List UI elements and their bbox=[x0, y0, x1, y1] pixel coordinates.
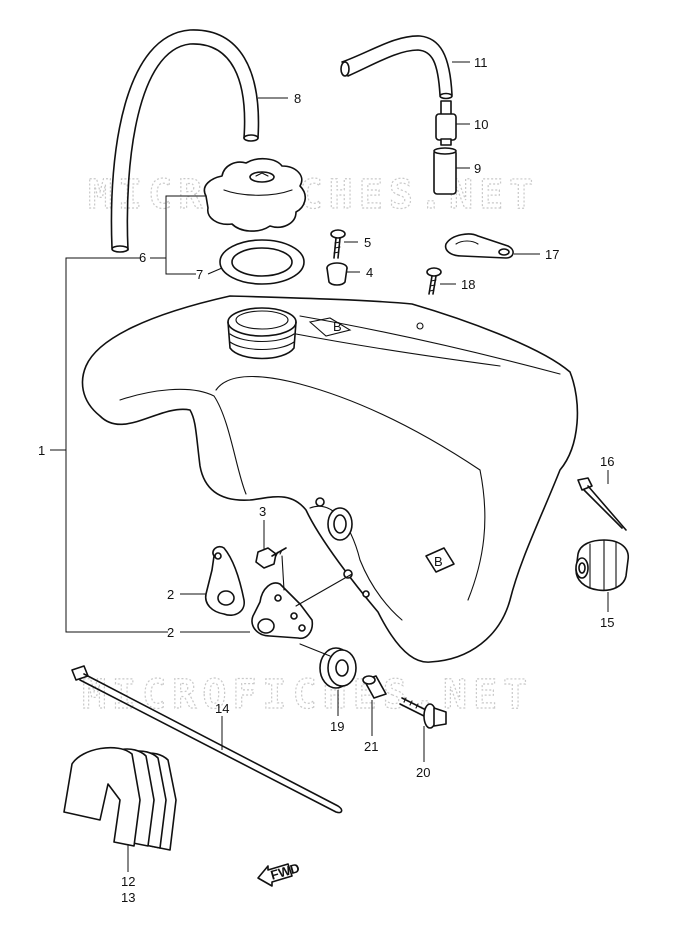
damper-19 bbox=[299, 643, 357, 689]
watermark-top: MICROFICHES.NET bbox=[88, 172, 539, 218]
grommet-4 bbox=[326, 262, 348, 286]
bracket-2b bbox=[251, 555, 353, 640]
screw-5 bbox=[330, 229, 346, 259]
check-valve-10 bbox=[435, 100, 457, 146]
callout-16: 16 bbox=[600, 454, 614, 469]
bracket-17 bbox=[444, 233, 514, 259]
screw-18 bbox=[426, 267, 442, 295]
callout-1: 1 bbox=[38, 443, 45, 458]
callout-15: 15 bbox=[600, 615, 614, 630]
callout-20: 20 bbox=[416, 765, 430, 780]
callout-17: 17 bbox=[545, 247, 559, 262]
callout-21: 21 bbox=[364, 739, 378, 754]
callout-2b: 2 bbox=[167, 625, 174, 640]
fwd-arrow-icon: FWD bbox=[257, 860, 302, 887]
cushion-15 bbox=[575, 539, 629, 592]
fuel-cap-6 bbox=[203, 157, 307, 232]
bolt-3 bbox=[255, 547, 287, 569]
collar-21 bbox=[362, 675, 387, 699]
callout-5: 5 bbox=[364, 235, 371, 250]
hose-piece-9 bbox=[433, 147, 457, 195]
breather-hose-8 bbox=[110, 29, 260, 253]
gasket-7 bbox=[219, 239, 305, 285]
callout-4: 4 bbox=[366, 265, 373, 280]
cable-tie-14 bbox=[71, 665, 343, 814]
callouts: 1 2 2 3 4 5 6 7 8 9 10 11 12 13 14 15 16… bbox=[38, 55, 614, 905]
callout-11: 11 bbox=[474, 55, 488, 70]
cable-tie-16 bbox=[577, 477, 627, 531]
callout-8: 8 bbox=[294, 91, 301, 106]
callout-9: 9 bbox=[474, 161, 481, 176]
callout-7: 7 bbox=[196, 267, 203, 282]
callout-12: 12 bbox=[121, 874, 135, 889]
callout-2a: 2 bbox=[167, 587, 174, 602]
fuel-tank-1: B B bbox=[81, 295, 579, 663]
callout-3: 3 bbox=[259, 504, 266, 519]
callout-18: 18 bbox=[461, 277, 475, 292]
leader-lines bbox=[50, 61, 609, 872]
bracket-2a bbox=[204, 545, 245, 616]
callout-19: 19 bbox=[330, 719, 344, 734]
callout-6: 6 bbox=[139, 250, 146, 265]
svg-text:B: B bbox=[434, 554, 443, 569]
fwd-label: FWD bbox=[269, 860, 302, 883]
callout-14: 14 bbox=[215, 701, 229, 716]
bolt-20 bbox=[399, 697, 447, 729]
callout-10: 10 bbox=[474, 117, 488, 132]
watermark-bottom: MICROFICHES.NET bbox=[82, 672, 533, 718]
svg-text:B: B bbox=[333, 319, 342, 334]
protector-12-13 bbox=[63, 746, 177, 851]
hose-11 bbox=[340, 35, 453, 100]
callout-13: 13 bbox=[121, 890, 135, 905]
